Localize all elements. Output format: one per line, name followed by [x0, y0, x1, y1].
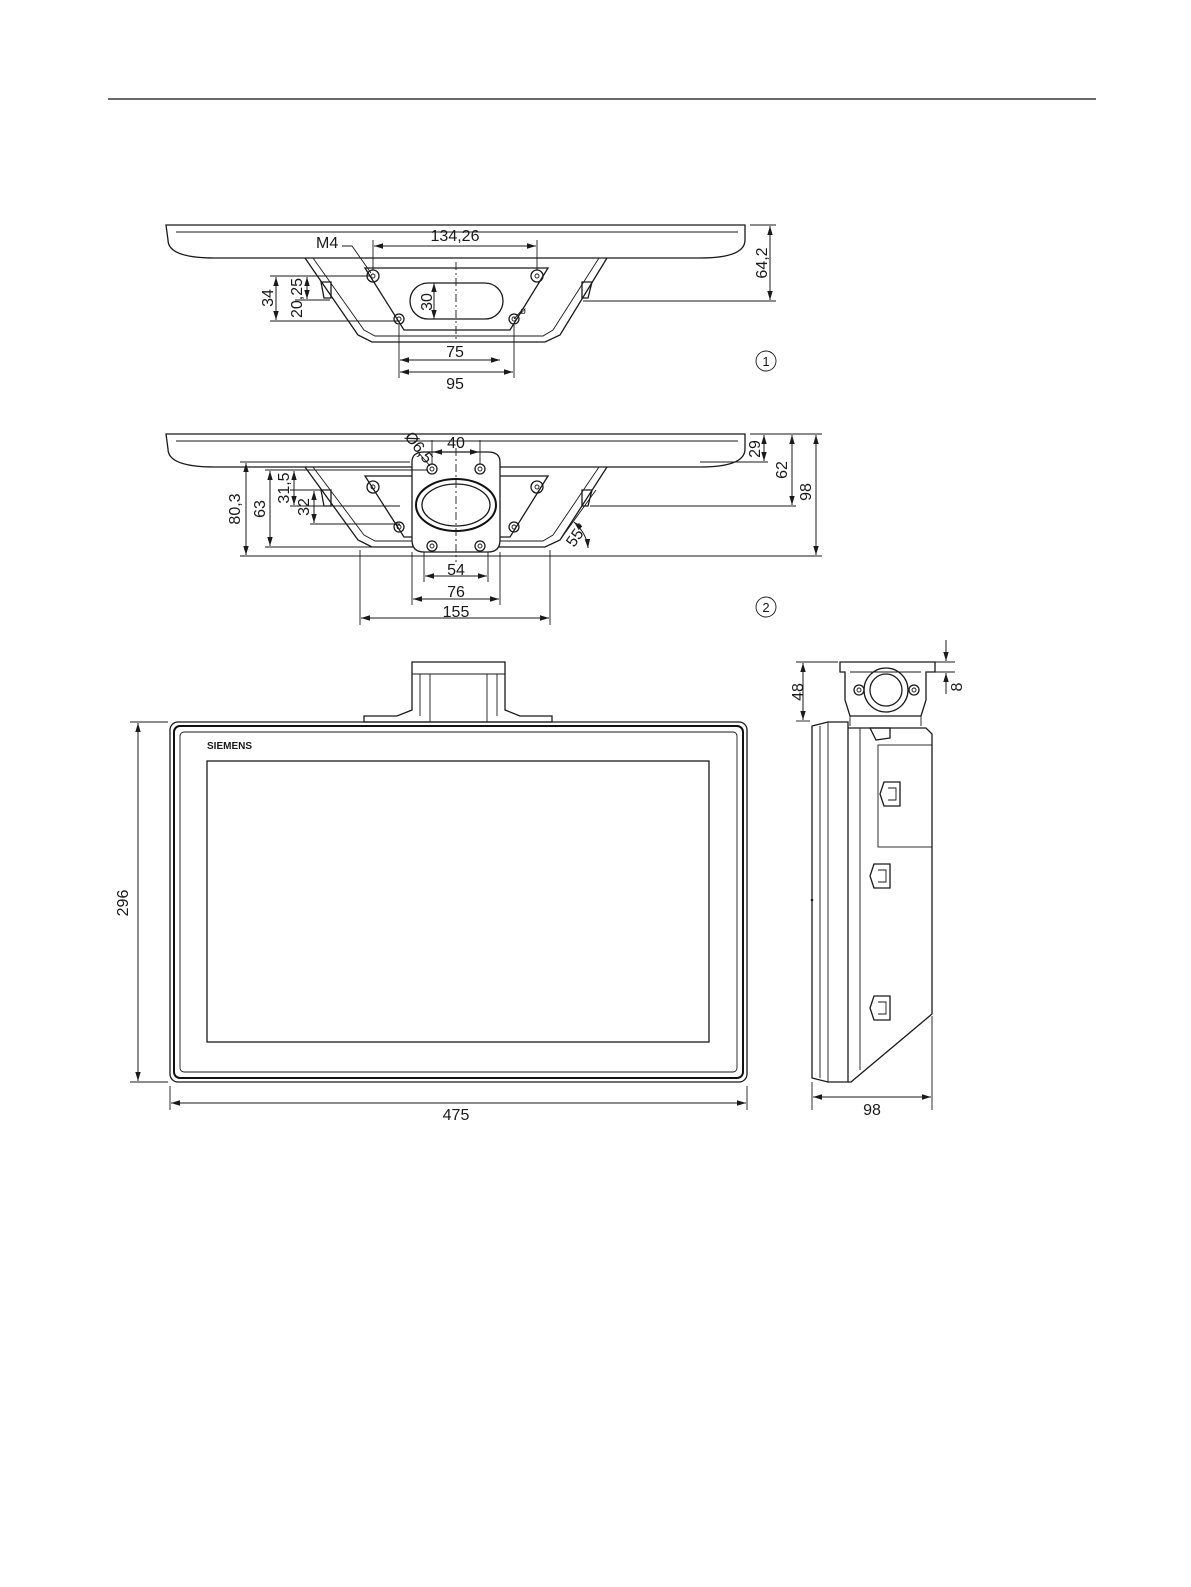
view-1-top-view: [166, 225, 776, 378]
view1-dim-134-26: 134,26: [431, 228, 480, 245]
front-view: [130, 662, 747, 1110]
front-dim-width: 475: [443, 1107, 470, 1124]
view1-dim-20-25: 20,25: [289, 278, 306, 318]
view1-dim-95: 95: [446, 376, 464, 393]
view2-dim-40: 40: [447, 435, 465, 452]
brand-logo: SIEMENS: [207, 741, 252, 752]
view2-dim-63: 63: [252, 500, 269, 518]
view2-dim-98: 98: [798, 483, 815, 501]
view2-dim-62: 62: [774, 461, 791, 479]
view2-dim-80-3: 80,3: [227, 493, 244, 524]
view-2-top-view: [166, 434, 822, 625]
side-dim-48: 48: [790, 683, 807, 701]
front-dim-height: 296: [115, 890, 132, 917]
view2-dim-54: 54: [447, 562, 465, 579]
view2-dim-155: 155: [443, 604, 470, 621]
view2-dim-31-5: 31,5: [276, 472, 293, 503]
view1-hole-marker: ø: [520, 306, 526, 317]
side-dim-8: 8: [949, 682, 966, 691]
view2-angle-label: 55°: [563, 521, 591, 551]
side-view: [796, 640, 955, 1110]
view1-dim-64-2: 64,2: [754, 247, 771, 278]
view2-dim-32: 32: [296, 498, 313, 516]
view2-callout: 2: [762, 600, 769, 615]
view1-dim-75: 75: [446, 344, 464, 361]
view1-dim-30: 30: [419, 293, 436, 311]
view2-dim-76: 76: [447, 584, 465, 601]
view1-thread-label: M4: [316, 235, 338, 252]
view1-callout: 1: [762, 354, 769, 369]
view2-dim-29: 29: [747, 440, 764, 458]
view1-dim-34: 34: [260, 289, 277, 307]
side-dim-depth: 98: [863, 1102, 881, 1119]
